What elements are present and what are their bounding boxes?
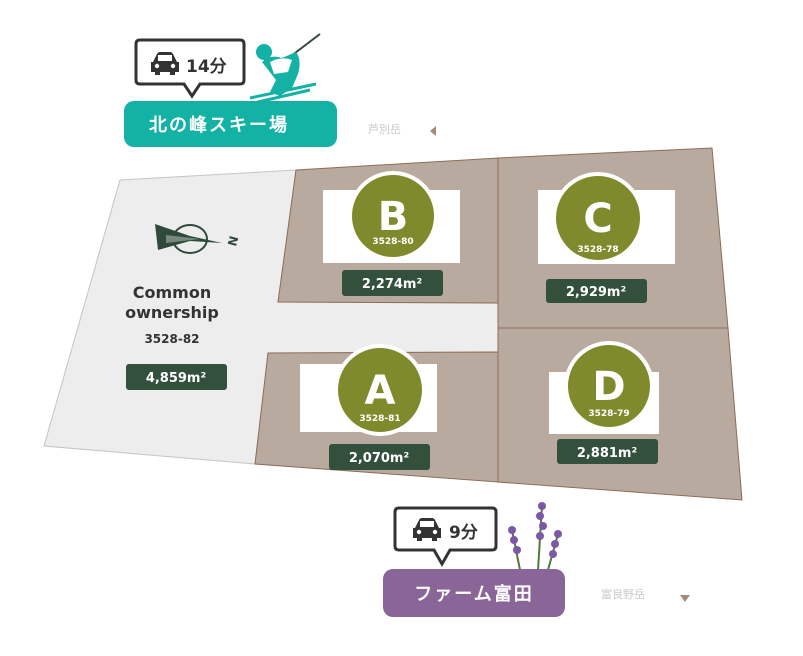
top-drive-time-bubble: 14分 [134, 38, 246, 99]
lot-b-area-tag: 2,274m² [342, 270, 443, 296]
common-title-line-1: Common [133, 283, 211, 302]
mountain-marker-top [430, 126, 436, 136]
farm-name: ファーム富田 [414, 583, 533, 605]
lot-c-area-value: 2,929m² [566, 285, 626, 300]
common-area-tag: 4,859m² [126, 364, 227, 390]
farm-label: ファーム富田 [383, 569, 565, 617]
mountain-marker-bottom [680, 595, 690, 602]
lot-b-area-value: 2,274m² [362, 277, 422, 292]
mountain-label-bottom: 富良野岳 [601, 587, 645, 601]
lot-d-letter: D [592, 364, 625, 410]
lot-c-letter: C [583, 196, 612, 242]
lavender-icon [508, 502, 562, 571]
lot-d-number: 3528-79 [588, 409, 629, 419]
lot-a-letter: A [365, 368, 396, 414]
lot-d-area-tag: 2,881m² [557, 439, 658, 464]
skier-icon [244, 33, 321, 107]
lot-c-area-tag: 2,929m² [546, 279, 647, 303]
bottom-drive-time-bubble: 9分 [393, 506, 498, 568]
ski-resort-name: 北の峰スキー場 [149, 114, 289, 136]
common-title-line-2: ownership [125, 303, 219, 322]
lot-c-number: 3528-78 [577, 245, 618, 255]
lot-a-badge: A 3528-81 [334, 344, 426, 436]
lot-a-area-tag: 2,070m² [329, 444, 430, 470]
lot-d-area-value: 2,881m² [577, 446, 637, 461]
lot-d-badge: D 3528-79 [564, 341, 654, 431]
lot-c-badge: C 3528-78 [552, 172, 644, 264]
north-arrow-icon: N [155, 224, 241, 254]
north-letter: N [225, 234, 241, 247]
lot-b-letter: B [378, 194, 409, 240]
ski-resort-label: 北の峰スキー場 [124, 101, 337, 147]
lot-b-badge: B 3528-80 [348, 171, 438, 261]
car-icon [151, 52, 179, 75]
common-area-value: 4,859m² [146, 371, 206, 386]
top-drive-time-text: 14分 [186, 57, 227, 77]
lot-a-area-value: 2,070m² [349, 451, 409, 466]
bottom-drive-time-text: 9分 [449, 523, 478, 543]
common-lot-number: 3528-82 [144, 332, 199, 346]
mountain-label-top: 芦別岳 [368, 123, 401, 136]
lot-b-number: 3528-80 [372, 237, 413, 247]
lot-a-number: 3528-81 [359, 414, 400, 424]
car-icon [413, 518, 441, 541]
